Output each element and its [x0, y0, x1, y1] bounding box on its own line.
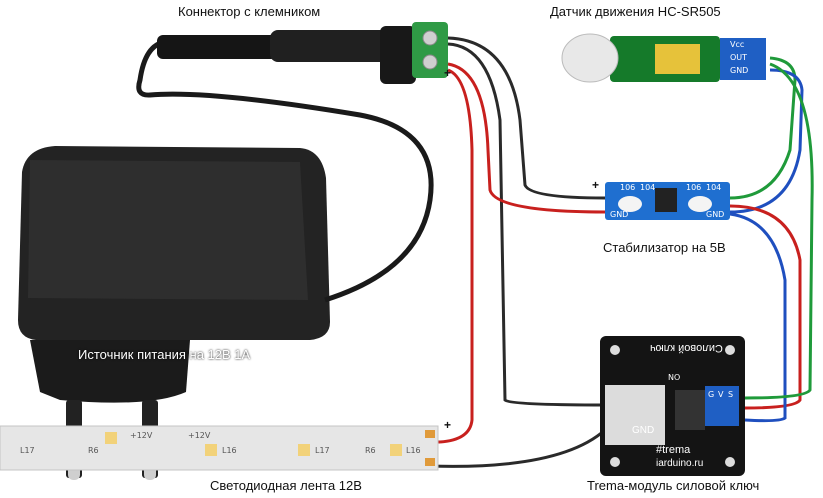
sensor-pin-gnd: GND [730, 66, 749, 75]
wire-plus-to-stabilizer [447, 62, 606, 214]
motion-sensor-board [561, 33, 766, 83]
led-strip-label: Светодиодная лента 12В [210, 478, 362, 493]
strip-plus-mark: + [444, 418, 452, 432]
trema-top-text: Силовой ключ [650, 342, 723, 354]
strip-mark-12v-b: +12V [188, 431, 211, 440]
wire-gnd-to-trema [447, 42, 606, 407]
stabilizer-gnd-left: GND [610, 210, 629, 219]
connector-label: Коннектор с клемником [178, 4, 321, 19]
trema-site: iarduino.ru [656, 458, 704, 469]
trema-pin-v: V [718, 390, 724, 399]
strip-mark-r6-b: R6 [365, 446, 376, 455]
trema-pin-g: G [708, 390, 715, 399]
stabilizer-plus-mark: + [592, 178, 600, 192]
wire-signal-to-trema [744, 62, 814, 400]
wire-gnd-to-stabilizer [447, 36, 606, 200]
trema-pin-s: S [728, 390, 734, 399]
strip-mark-l16-b: L16 [406, 446, 421, 455]
sensor-label: Датчик движения HC-SR505 [550, 4, 721, 19]
trema-module-board [600, 336, 745, 476]
power-supply-label: Источник питания на 12В 1А [78, 347, 251, 362]
wire-5v-to-trema [729, 204, 802, 410]
wire-5v-to-sensor [729, 56, 797, 200]
wire-gnd-to-trema-logic [729, 212, 787, 423]
trema-on-text: ON [668, 372, 681, 381]
connector-plus-mark: + [444, 66, 452, 80]
sensor-pin-vcc: Vcc [730, 40, 745, 49]
led-strip [0, 425, 439, 471]
sensor-pin-out: OUT [730, 53, 748, 62]
strip-mark-12v-a: +12V [130, 431, 153, 440]
strip-mark-r6-a: R6 [88, 446, 99, 455]
stabilizer-label: Стабилизатор на 5В [603, 240, 726, 255]
strip-mark-l17-b: L17 [315, 446, 330, 455]
dc-plug [157, 35, 277, 59]
wire-strip-minus [429, 428, 606, 468]
stabilizer-gnd-right: GND [706, 210, 725, 219]
stabilizer-board [605, 182, 730, 220]
stabilizer-code-4: 104 [706, 183, 722, 192]
trema-gnd-text: GND [632, 425, 655, 436]
wire-gnd-to-sensor [729, 68, 804, 214]
dc-cable [136, 39, 434, 303]
wire-plus-to-strip [439, 68, 474, 444]
stabilizer-code-3: 106 [686, 183, 702, 192]
trema-module-label: Trema-модуль силовой ключ [587, 478, 760, 493]
terminal-connector [270, 22, 448, 84]
strip-mark-l16-a: L16 [222, 446, 237, 455]
strip-mark-l17-a: L17 [20, 446, 35, 455]
stabilizer-code-1: 106 [620, 183, 636, 192]
trema-tag: #trema [656, 444, 691, 456]
stabilizer-code-2: 104 [640, 183, 656, 192]
